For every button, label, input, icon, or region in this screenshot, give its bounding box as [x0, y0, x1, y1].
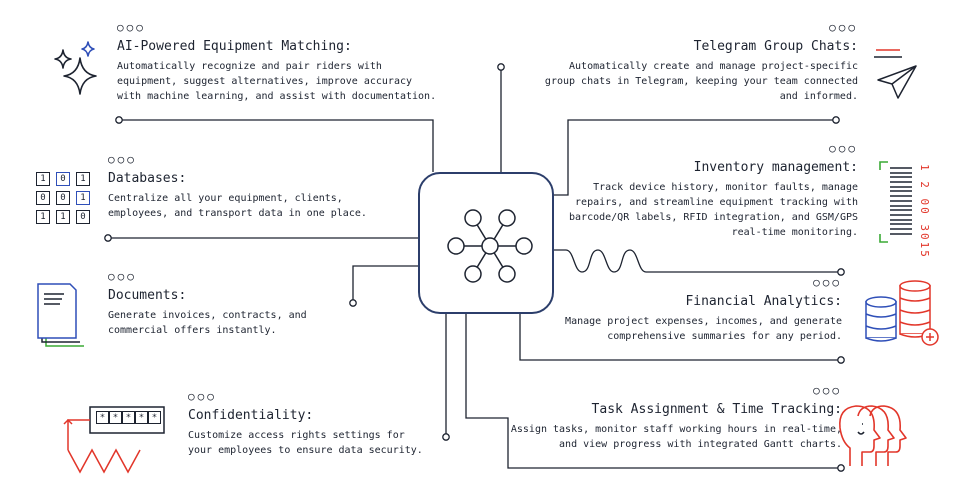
- password-char: *: [135, 411, 148, 424]
- binary-cell: 0: [76, 210, 90, 224]
- documents-icon: [37, 283, 84, 347]
- feature-financial: ○○○ Financial Analytics: Manage project …: [560, 276, 842, 344]
- feature-title: Financial Analytics:: [685, 294, 842, 309]
- binary-cell: 1: [36, 210, 50, 224]
- binary-cell: 1: [56, 210, 70, 224]
- binary-cell: 1: [76, 172, 90, 186]
- feature-dots: ○○○: [108, 153, 137, 166]
- password-field: * * * * *: [96, 411, 162, 425]
- feature-documents: ○○○ Documents: Generate invoices, contra…: [108, 270, 318, 338]
- feature-databases: ○○○ Databases: Centralize all your equip…: [108, 153, 398, 221]
- barcode-icon: [879, 161, 912, 243]
- feature-title: AI-Powered Equipment Matching:: [117, 39, 352, 54]
- feature-title: Task Assignment & Time Tracking:: [591, 402, 842, 417]
- feature-description: Assign tasks, monitor staff working hour…: [510, 424, 842, 450]
- central-hub: [418, 172, 554, 314]
- feature-dots: ○○○: [829, 21, 858, 34]
- binary-cell: 0: [56, 191, 70, 205]
- feature-inventory: ○○○ Inventory management: Track device h…: [540, 142, 858, 240]
- binary-cell: 1: [36, 172, 50, 186]
- people-heads-icon: [839, 405, 907, 466]
- feature-description: Centralize all your equipment, clients, …: [108, 193, 367, 219]
- feature-title: Telegram Group Chats:: [693, 39, 858, 54]
- password-char: *: [122, 411, 135, 424]
- feature-description: Customize access rights settings for you…: [188, 430, 423, 456]
- binary-grid-icon: 1 0 1 0 0 1 1 1 0: [36, 172, 94, 224]
- network-hub-icon: [447, 209, 533, 283]
- feature-confidentiality: ○○○ Confidentiality: Customize access ri…: [188, 390, 428, 458]
- feature-telegram: ○○○ Telegram Group Chats: Automatically …: [540, 21, 858, 104]
- feature-dots: ○○○: [829, 142, 858, 155]
- feature-title: Inventory management:: [693, 160, 858, 175]
- feature-task-tracking: ○○○ Task Assignment & Time Tracking: Ass…: [500, 384, 842, 452]
- password-lock-icon: [63, 406, 165, 474]
- feature-description: Manage project expenses, incomes, and ge…: [565, 316, 842, 342]
- binary-cell: 0: [56, 172, 70, 186]
- barcode-number: 1 2 00 3015: [918, 164, 931, 259]
- feature-description: Generate invoices, contracts, and commer…: [108, 310, 307, 336]
- feature-dots: ○○○: [117, 21, 146, 34]
- binary-cell: 1: [76, 191, 90, 205]
- sparkle-stars-icon: [54, 41, 97, 95]
- feature-description: Automatically create and manage project-…: [544, 61, 858, 102]
- feature-title: Confidentiality:: [188, 408, 314, 423]
- feature-ai-matching: ○○○ AI-Powered Equipment Matching: Autom…: [117, 21, 437, 104]
- feature-dots: ○○○: [188, 390, 217, 403]
- feature-title: Documents:: [108, 288, 187, 303]
- paper-plane-icon: [874, 49, 917, 99]
- feature-dots: ○○○: [813, 276, 842, 289]
- feature-title: Databases:: [108, 171, 187, 186]
- coin-stack-icon: [865, 280, 939, 346]
- feature-description: Track device history, monitor faults, ma…: [569, 182, 858, 238]
- password-char: *: [96, 411, 109, 424]
- feature-dots: ○○○: [813, 384, 842, 397]
- feature-dots: ○○○: [108, 270, 137, 283]
- binary-cell: 0: [36, 191, 50, 205]
- feature-description: Automatically recognize and pair riders …: [117, 61, 437, 102]
- password-char: *: [109, 411, 122, 424]
- password-char: *: [148, 411, 161, 424]
